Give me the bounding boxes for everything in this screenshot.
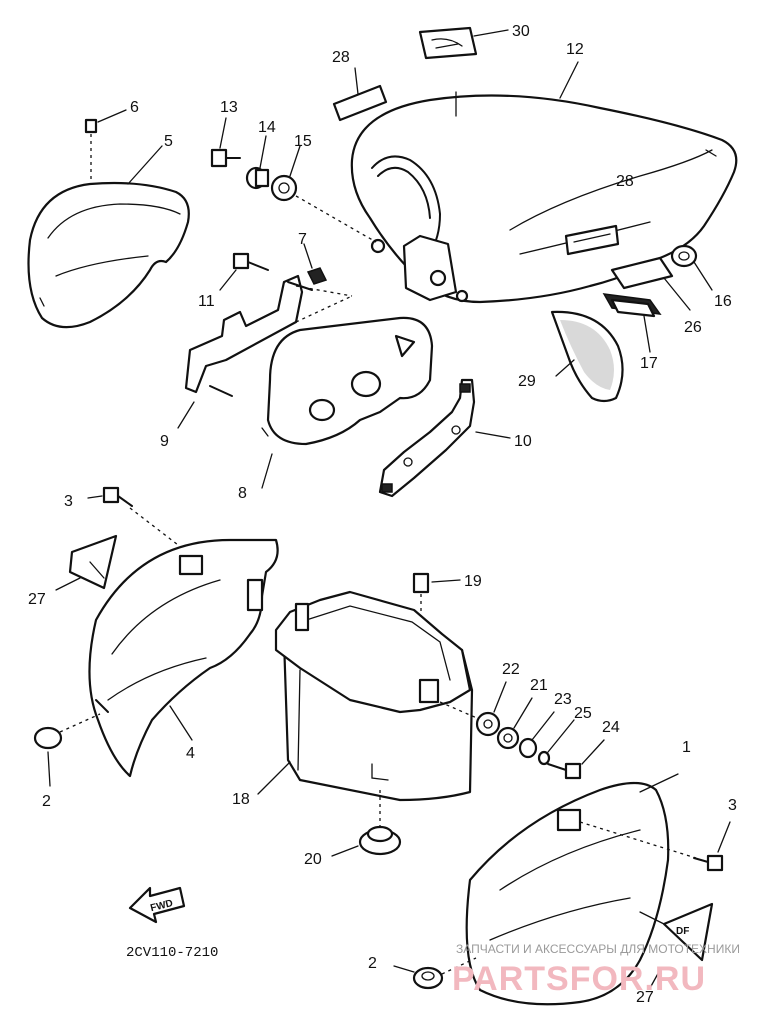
part-22-grommet — [475, 681, 507, 737]
watermark-logo: PARTSFOR.RU — [452, 960, 706, 998]
callout-28-top: 28 — [332, 49, 350, 66]
part-21-collar — [496, 697, 533, 750]
part-23-washer — [518, 711, 555, 759]
callout-7: 7 — [298, 231, 307, 248]
callout-2-bottom: 2 — [368, 955, 377, 972]
part-30-label-plate — [418, 26, 509, 60]
callout-4: 4 — [186, 745, 195, 762]
fwd-label: FWD — [149, 898, 174, 914]
part-1-side-cover-right — [465, 773, 697, 1006]
part-2-grommet-bottom — [393, 957, 477, 990]
part-10-bracket — [378, 378, 511, 498]
part-2-grommet-left — [33, 713, 101, 787]
part-9-bracket — [177, 274, 353, 429]
callout-22: 22 — [502, 661, 520, 678]
callout-3-upper: 3 — [64, 493, 73, 510]
callout-10: 10 — [514, 433, 532, 450]
part-28-tape-top — [332, 67, 388, 122]
part-20-grommet — [331, 790, 402, 857]
callout-5: 5 — [164, 133, 173, 150]
callout-9: 9 — [160, 433, 169, 450]
callout-labels: 30 12 28 6 5 13 14 15 28 7 11 16 26 17 2… — [28, 23, 737, 1006]
callout-30: 30 — [512, 23, 530, 40]
callout-6: 6 — [130, 99, 139, 116]
part-25-washer — [537, 719, 575, 766]
part-4-side-panel — [88, 538, 279, 778]
callout-24: 24 — [602, 719, 620, 736]
callout-27-upper: 27 — [28, 591, 46, 608]
part-7-nut — [303, 243, 328, 285]
drawing-code: 2CV110-7210 — [126, 945, 218, 961]
callout-27-right: 27 — [636, 989, 654, 1006]
part-12-fuel-tank — [350, 61, 738, 304]
part-18-battery-box — [257, 590, 474, 802]
fwd-arrow-icon: FWD — [128, 886, 186, 924]
callout-2-left: 2 — [42, 793, 51, 810]
callout-11: 11 — [198, 293, 215, 310]
callout-14: 14 — [258, 119, 276, 136]
part-3-screw-upper — [87, 486, 183, 549]
part-26-tape — [610, 256, 691, 311]
part-14-collar — [245, 135, 270, 190]
callout-21: 21 — [530, 677, 548, 694]
callout-28-tank: 28 — [616, 173, 634, 190]
callout-1: 1 — [682, 739, 691, 756]
part-6-screw — [84, 109, 127, 190]
part-11-bolt — [219, 252, 269, 291]
callout-20: 20 — [304, 851, 322, 868]
part-17-rubber-strip — [602, 293, 662, 353]
part-3-screw-right — [693, 821, 731, 872]
watermark-caption: ЗАПЧАСТИ И АКСЕССУАРЫ ДЛЯ МОТОТЕХНИКИ — [456, 942, 740, 956]
callout-8: 8 — [238, 485, 247, 502]
callout-29: 29 — [518, 373, 536, 390]
callout-12: 12 — [566, 41, 584, 58]
svg-text:DF: DF — [676, 926, 689, 937]
callout-16: 16 — [714, 293, 732, 310]
part-29-side-pad — [550, 310, 624, 403]
callout-13: 13 — [220, 99, 238, 116]
callout-17: 17 — [640, 355, 658, 372]
part-27-label-right: DF — [639, 902, 714, 989]
part-24-bolt — [547, 739, 605, 780]
part-27-label-upper — [55, 534, 118, 591]
callout-3-right: 3 — [728, 797, 737, 814]
callout-23: 23 — [554, 691, 572, 708]
part-8-inner-cover — [261, 316, 434, 489]
callout-25: 25 — [574, 705, 592, 722]
part-19-clip — [412, 572, 461, 626]
callout-19: 19 — [464, 573, 482, 590]
callout-15: 15 — [294, 133, 312, 150]
part-13-bolt — [210, 117, 241, 168]
part-5-side-cover — [27, 145, 190, 329]
part-15-grommet — [270, 145, 377, 243]
callout-26: 26 — [684, 319, 702, 336]
part-16-damper — [670, 244, 713, 291]
callout-18: 18 — [232, 791, 250, 808]
